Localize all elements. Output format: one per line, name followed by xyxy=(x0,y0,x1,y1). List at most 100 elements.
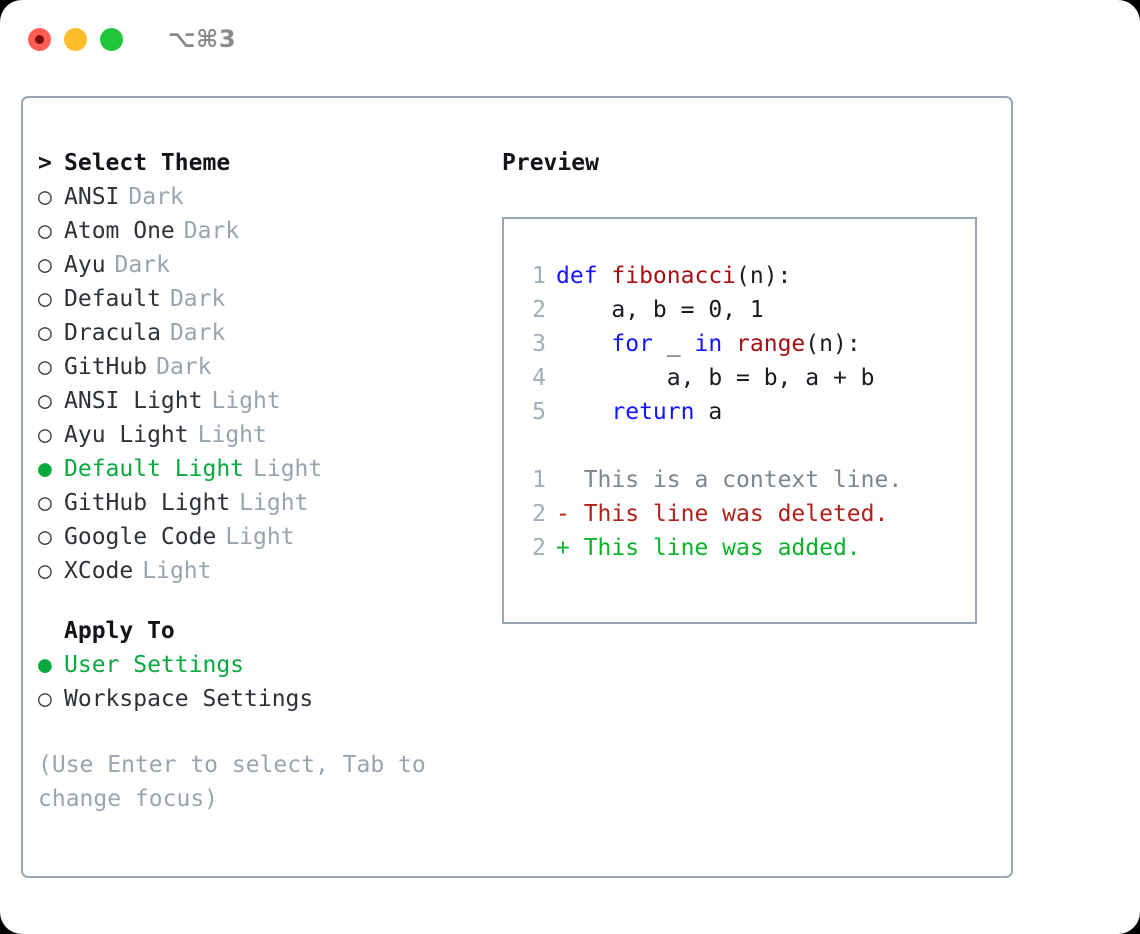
keyboard-shortcut-label: ⌥⌘3 xyxy=(168,25,237,53)
theme-category-badge: Light xyxy=(211,388,281,414)
code-token: a, b = b, a + b xyxy=(556,365,875,391)
line-number: 1 xyxy=(532,467,546,493)
theme-list-item[interactable]: ○ Ayu Light Light xyxy=(38,418,478,452)
theme-category-badge: Dark xyxy=(169,320,226,346)
radio-selected-icon: ● xyxy=(38,456,52,482)
diff-sample: 1 This is a context line.2- This line wa… xyxy=(516,463,902,565)
code-token: a xyxy=(694,399,723,425)
theme-name: Ayu Light xyxy=(64,422,189,448)
theme-list-item[interactable]: ○ ANSI Dark xyxy=(38,180,478,214)
apply-to-option[interactable]: ○ Workspace Settings xyxy=(38,682,478,716)
code-token xyxy=(722,327,736,361)
apply-to-header: Apply To xyxy=(38,614,478,648)
code-line: 2 a, b = 0, 1 xyxy=(516,293,902,327)
theme-name: Dracula xyxy=(64,320,161,346)
theme-category-badge: Dark xyxy=(156,354,212,380)
code-token: fibonacci xyxy=(611,263,737,289)
theme-category-badge: Light xyxy=(197,422,267,448)
line-number: 3 xyxy=(532,331,546,357)
radio-unselected-icon: ○ xyxy=(38,354,52,380)
theme-list-item[interactable]: ○ Ayu Dark xyxy=(38,248,478,282)
line-number: 2 xyxy=(532,297,546,323)
theme-list-item[interactable]: ● Default Light Light xyxy=(38,452,478,486)
code-token: range xyxy=(736,331,806,357)
radio-unselected-icon: ○ xyxy=(38,388,52,414)
diff-text: This is a context line. xyxy=(583,467,903,493)
theme-name: Default Light xyxy=(64,456,245,482)
diff-text: This line was deleted. xyxy=(583,501,889,527)
theme-category-badge: Light xyxy=(142,558,212,584)
code-token: a, b = 0, 1 xyxy=(556,297,764,323)
radio-unselected-icon: ○ xyxy=(38,218,52,244)
line-number: 2 xyxy=(532,535,546,561)
theme-list-item[interactable]: ○ GitHub Dark xyxy=(38,350,478,384)
minimize-window-button[interactable] xyxy=(64,27,87,51)
theme-picker-title: Select Theme xyxy=(64,150,231,176)
apply-to-option-label: Workspace Settings xyxy=(64,686,314,712)
code-token: for xyxy=(611,331,653,357)
code-token xyxy=(556,327,611,361)
diff-line: 1 This is a context line. xyxy=(516,463,902,497)
theme-name: ANSI xyxy=(64,184,120,210)
theme-category-badge: Light xyxy=(239,490,309,516)
diff-marker: + xyxy=(556,535,584,561)
line-number: 5 xyxy=(532,399,546,425)
line-number: 1 xyxy=(532,263,546,289)
radio-unselected-icon: ○ xyxy=(38,686,52,712)
theme-category-badge: Light xyxy=(225,524,295,550)
theme-category-badge: Dark xyxy=(183,218,240,244)
code-spacer xyxy=(516,429,902,463)
radio-unselected-icon: ○ xyxy=(38,422,52,448)
theme-picker-header: > Select Theme xyxy=(38,146,478,180)
theme-list-item[interactable]: ○ Atom One Dark xyxy=(38,214,478,248)
radio-unselected-icon: ○ xyxy=(38,558,52,584)
code-token: return xyxy=(611,399,695,425)
theme-category-badge: Dark xyxy=(128,184,184,210)
theme-name: Ayu xyxy=(64,252,106,278)
theme-category-badge: Light xyxy=(253,456,323,482)
title-bar: ⌥⌘3 xyxy=(0,0,1140,78)
theme-list-item[interactable]: ○ GitHub Light Light xyxy=(38,486,478,520)
window-controls xyxy=(28,27,123,51)
close-icon xyxy=(35,34,44,44)
code-token: def xyxy=(556,263,612,289)
theme-name: Atom One xyxy=(64,218,175,244)
theme-list-item[interactable]: ○ Google Code Light xyxy=(38,520,478,554)
theme-category-badge: Dark xyxy=(169,286,226,312)
apply-to-option[interactable]: ● User Settings xyxy=(38,648,478,682)
close-window-button[interactable] xyxy=(28,27,51,51)
apply-to-list: ● User Settings ○ Workspace Settings xyxy=(38,648,478,716)
radio-unselected-icon: ○ xyxy=(38,184,52,210)
code-token: _ xyxy=(652,331,695,357)
keyboard-hint-text: (Use Enter to select, Tab to change focu… xyxy=(38,752,440,812)
prompt-arrow-icon: > xyxy=(38,150,52,176)
theme-name: GitHub Light xyxy=(64,490,231,516)
apply-to-option-label: User Settings xyxy=(64,652,245,678)
theme-name: Google Code xyxy=(64,524,217,550)
code-line: 5 return a xyxy=(516,395,902,429)
apply-to-header-spacer xyxy=(38,614,64,648)
radio-unselected-icon: ○ xyxy=(38,252,52,278)
theme-name: Default xyxy=(64,286,161,312)
code-token: in xyxy=(694,331,723,357)
diff-text: This line was added. xyxy=(583,535,861,561)
maximize-window-button[interactable] xyxy=(100,27,123,51)
theme-name: GitHub xyxy=(64,354,148,380)
radio-selected-icon: ● xyxy=(38,652,52,678)
radio-unselected-icon: ○ xyxy=(38,490,52,516)
theme-category-badge: Dark xyxy=(114,252,170,278)
radio-unselected-icon: ○ xyxy=(38,524,52,550)
code-line: 4 a, b = b, a + b xyxy=(516,361,902,395)
